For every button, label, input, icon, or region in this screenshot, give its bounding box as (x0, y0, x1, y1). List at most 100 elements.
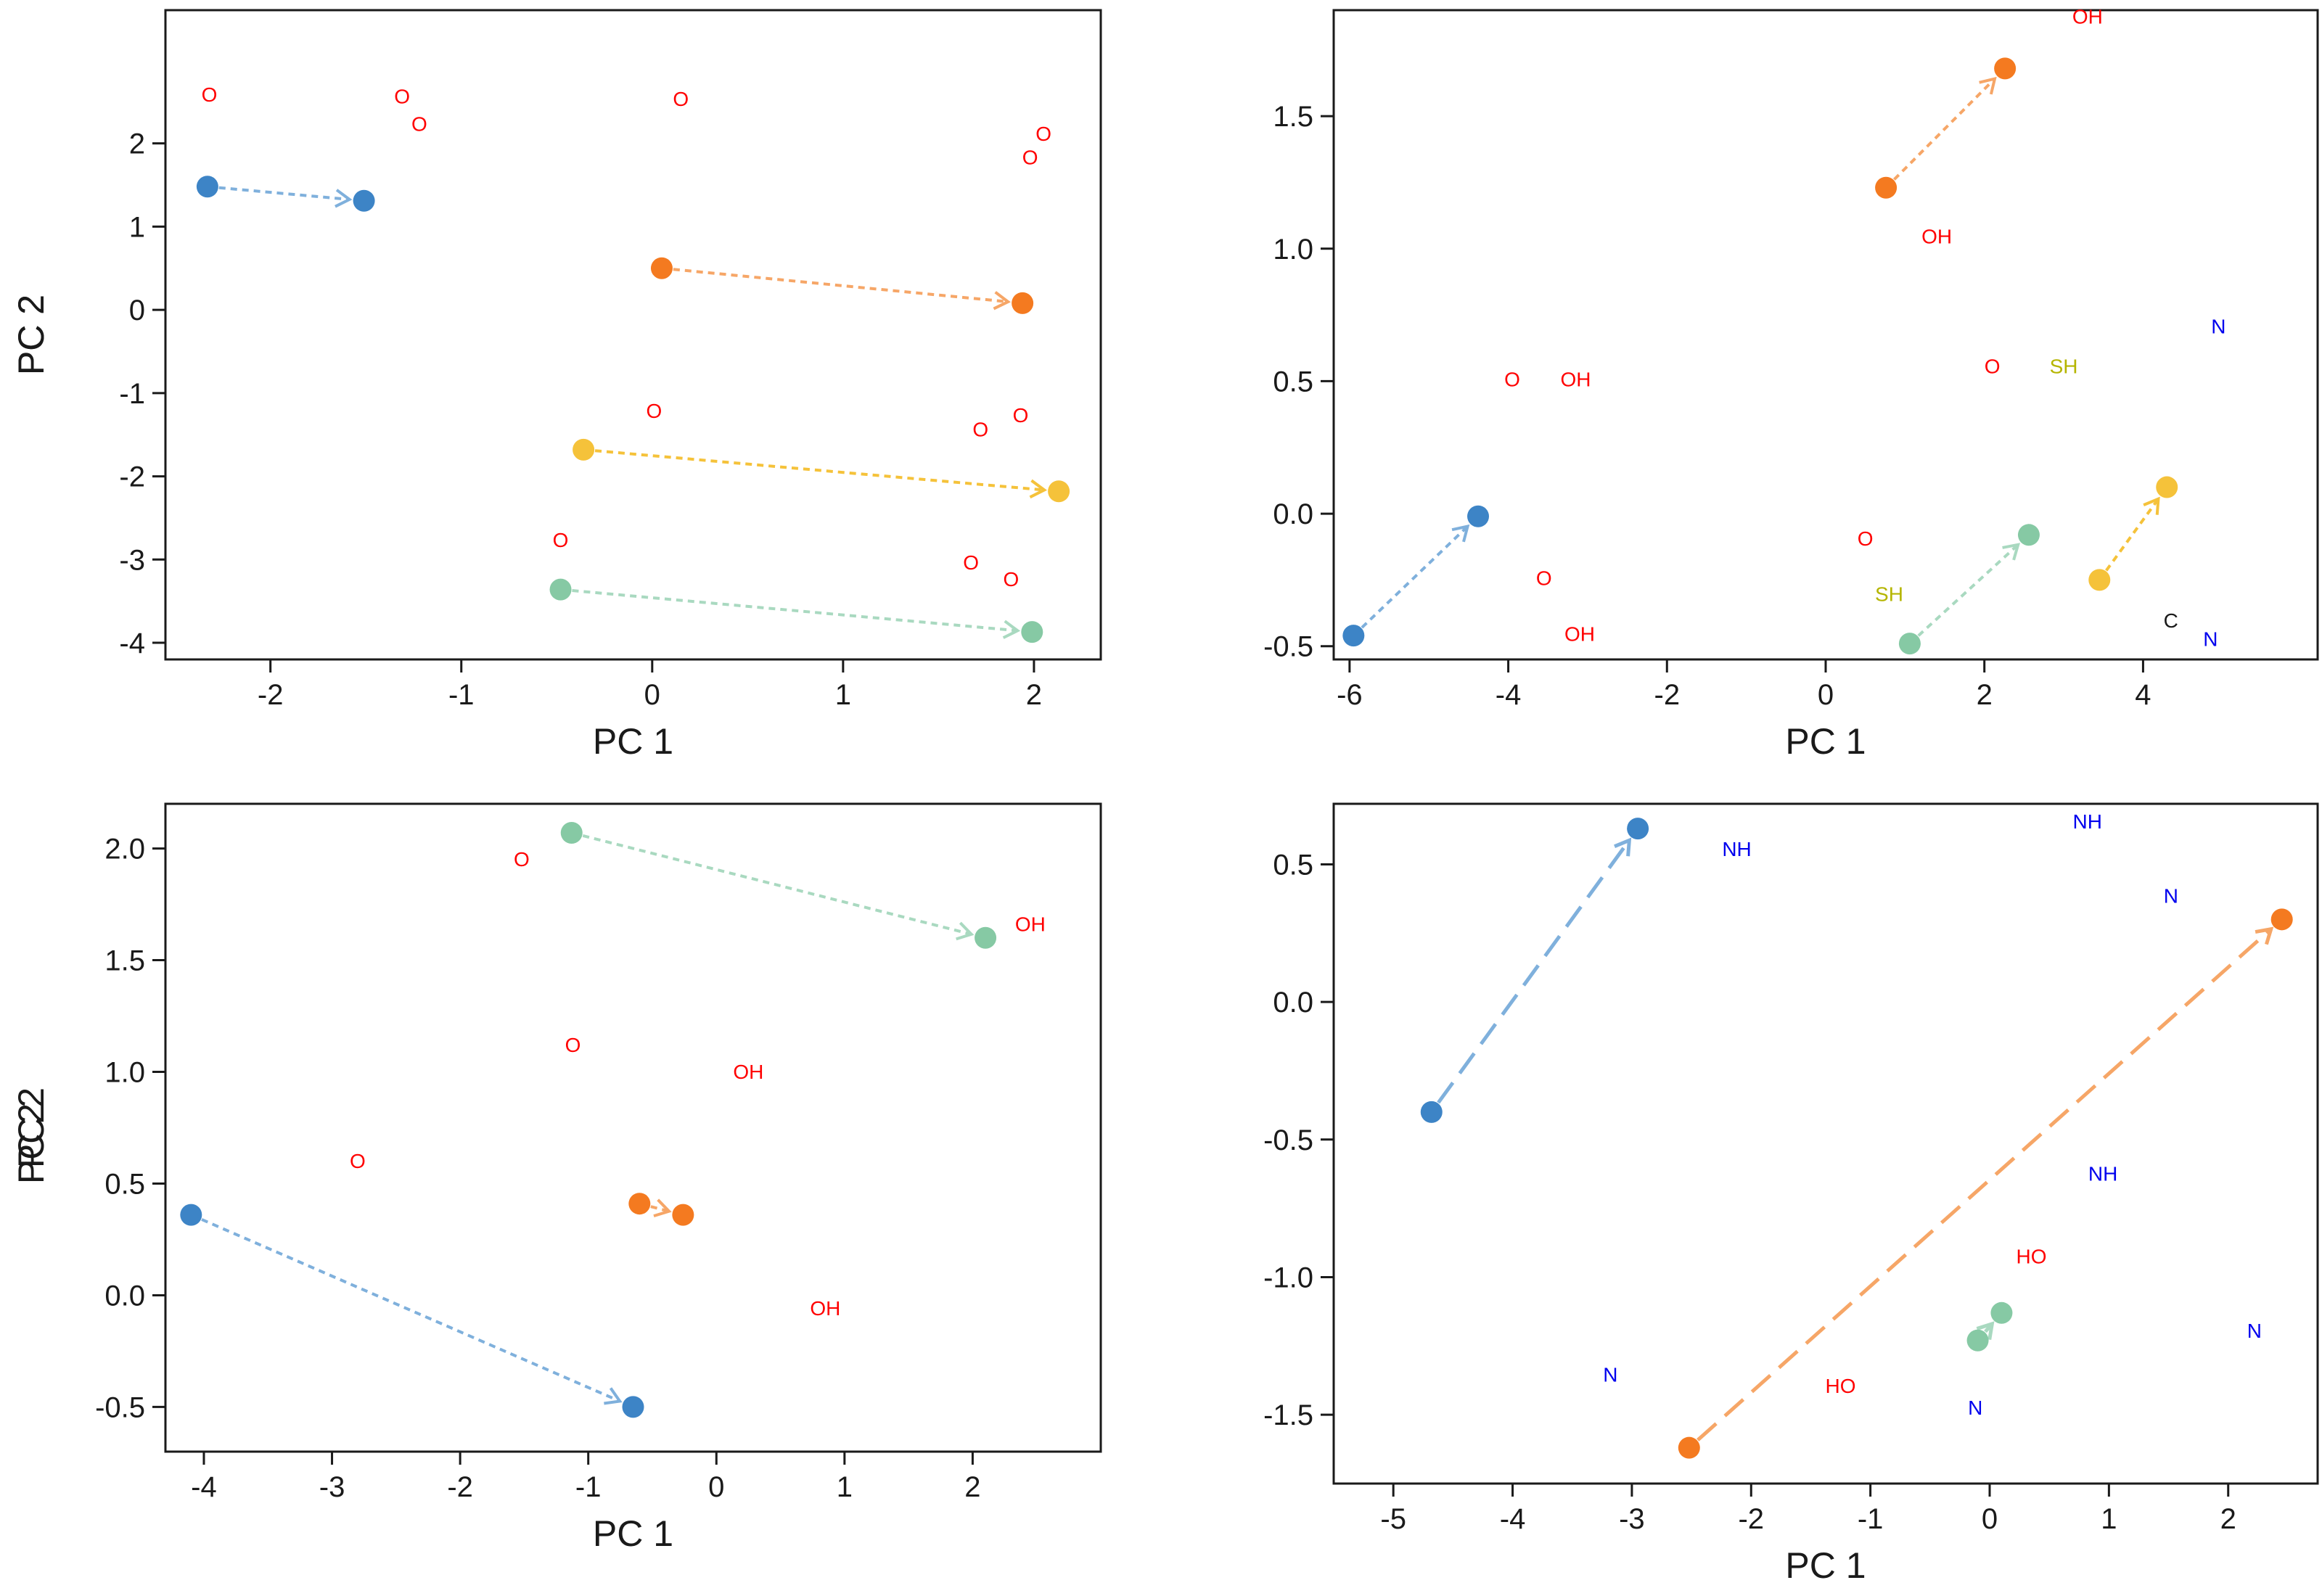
end-point (1994, 57, 2017, 80)
x-tick-label: 4 (2135, 679, 2151, 711)
arrow-head (1002, 620, 1021, 639)
x-axis-label: PC 1 (1785, 1545, 1866, 1586)
molecule-atom-label: OH (2072, 5, 2103, 28)
shift-arrow (1437, 839, 1631, 1104)
end-point (1990, 1301, 2013, 1324)
end-point (975, 926, 997, 949)
end-point (1467, 505, 1490, 527)
molecule-atom-label: N (2247, 1320, 2262, 1342)
x-axis-label: PC 1 (593, 1513, 673, 1554)
molecule-atom-label: OH (733, 1061, 763, 1083)
x-tick-label: 2 (2220, 1503, 2236, 1535)
y-tick-label: 0 (129, 295, 145, 326)
molecule-atom-label: O (1858, 527, 1874, 550)
molecule-atom-label: O (673, 88, 689, 110)
arrow-head (604, 1387, 623, 1405)
shift-arrow (2105, 498, 2160, 572)
x-tick-label: 2 (1026, 679, 1042, 711)
y-tick-label: 0.5 (1273, 366, 1313, 398)
x-tick-label: 0 (1982, 1503, 1998, 1535)
start-point (196, 176, 218, 198)
start-point (573, 438, 595, 461)
x-tick-label: 2 (1977, 679, 1993, 711)
arrow-head (335, 189, 353, 208)
shift-arrow (1892, 78, 1996, 181)
y-tick-label: 1.0 (104, 1057, 145, 1089)
x-tick-label: -4 (1500, 1503, 1526, 1535)
start-point (628, 1193, 651, 1215)
molecule-atom-label: NH (1722, 838, 1751, 860)
plot-frame (1332, 9, 2319, 661)
end-point (353, 189, 375, 212)
arrow-head (1614, 837, 1632, 857)
y-tick-label: 1.5 (104, 945, 145, 977)
x-tick-label: -2 (1738, 1503, 1764, 1535)
molecule-atom-label: N (1968, 1396, 1982, 1419)
start-point (1966, 1329, 1989, 1352)
molecule-atom-label: OH (1561, 369, 1591, 391)
shift-arrow (201, 1218, 620, 1403)
shift-arrow (582, 834, 972, 936)
x-tick-label: -2 (1654, 679, 1681, 711)
y-tick-label: 0.0 (1273, 498, 1313, 530)
shift-arrow (1361, 525, 1469, 629)
x-tick-label: 0 (708, 1471, 724, 1503)
y-tick-label: 1.0 (1273, 234, 1313, 266)
molecule-atom-label: N (2211, 316, 2225, 338)
molecule-atom-label: OH (1015, 913, 1046, 936)
molecule-atom-label: O (350, 1150, 366, 1172)
molecule-atom-label: O (514, 848, 530, 871)
plot-frame (1332, 802, 2319, 1485)
molecule-atom-label: SH (2050, 355, 2078, 377)
arrow-head (1451, 524, 1470, 543)
y-tick-label: -1.5 (1263, 1399, 1313, 1431)
end-point (1012, 292, 1034, 314)
y-tick-label: -0.5 (1263, 631, 1313, 663)
x-tick-label: 1 (835, 679, 851, 711)
arrow-head (1976, 1321, 1995, 1341)
x-tick-label: 2 (964, 1471, 980, 1503)
arrow-head (993, 291, 1012, 310)
shift-arrow (594, 449, 1045, 492)
y-tick-label: -1 (119, 378, 145, 410)
end-point (672, 1204, 694, 1226)
y-tick-label: 0.5 (104, 1168, 145, 1200)
molecule-atom-label: O (1035, 123, 1051, 145)
start-point (2088, 569, 2111, 591)
x-tick-label: -6 (1337, 679, 1363, 711)
molecule-atom-label: O (1022, 146, 1038, 168)
molecule-atom-label: OH (1564, 622, 1595, 645)
y-axis-label: PC 2 (11, 295, 52, 375)
arrow-head (2255, 926, 2274, 945)
start-point (650, 257, 673, 279)
y-axis-label: PC 2 (11, 1103, 52, 1184)
molecule-atom-label: O (202, 83, 218, 106)
molecule-atom-label: O (1003, 568, 1019, 591)
y-tick-label: -1.0 (1263, 1262, 1313, 1293)
end-point (1048, 480, 1070, 503)
molecule-atom-label: O (394, 86, 410, 108)
molecule-atom-label: O (565, 1034, 581, 1056)
molecule-atom-label: O (647, 400, 662, 422)
plot-frame (164, 9, 1102, 661)
arrow-head (1029, 479, 1048, 499)
shift-arrow (650, 1205, 670, 1213)
y-tick-label: 0.5 (1273, 849, 1313, 881)
molecule-atom-label: C (2164, 609, 2178, 632)
x-tick-label: -3 (319, 1471, 345, 1503)
shift-arrow (1697, 927, 2273, 1441)
y-tick-label: -2 (119, 461, 145, 493)
molecule-atom-label: O (1536, 567, 1552, 590)
molecule-atom-label: O (1504, 369, 1520, 391)
y-tick-label: 1 (129, 211, 145, 243)
y-tick-label: -0.5 (95, 1391, 145, 1423)
y-tick-label: 2 (129, 128, 145, 160)
y-tick-label: 1.5 (1273, 101, 1313, 133)
end-point (2156, 476, 2178, 498)
x-tick-label: -1 (1858, 1503, 1884, 1535)
molecule-atom-label: NH (2088, 1163, 2117, 1185)
